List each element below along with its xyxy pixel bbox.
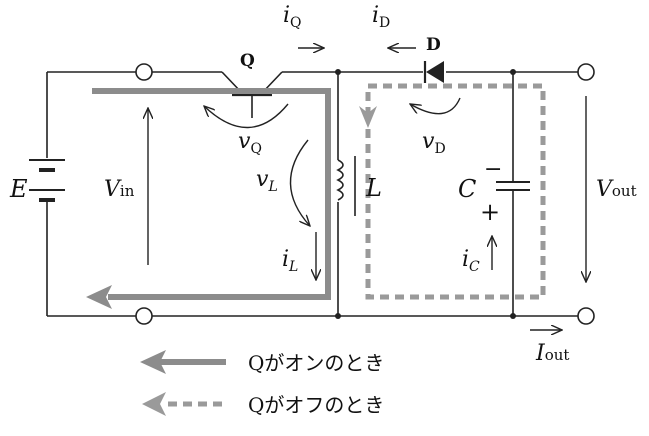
junction-bottom-inductor [335,313,341,319]
capacitor-symbol [496,181,530,191]
i-c-label: iC [462,247,480,275]
diode-symbol [423,61,444,83]
wires [46,71,578,317]
annotation-arrows [148,48,586,330]
v-out-label: Vout [596,177,637,202]
output-terminal-bottom [577,307,595,325]
v-l-arrow [289,139,310,226]
output-terminal-top [577,63,595,81]
v-q-label: vQ [238,129,262,157]
source-label: E [9,175,28,203]
v-d-label: vD [422,129,446,157]
legend: Qがオンのとき Qがオフのとき [140,350,384,417]
inductor-symbol [336,156,356,216]
v-l-label: vL [256,167,278,195]
terminals [135,63,595,325]
capacitor-minus-label: − [484,157,502,182]
battery-symbol [29,159,65,218]
capacitor-label: C [458,175,476,203]
junction-top-inductor [335,69,341,75]
legend-off-label: Qがオフのとき [248,393,384,417]
i-q-label: iQ [283,3,302,31]
capacitor-plus-label: + [480,198,500,226]
v-in-label: Vin [104,177,135,202]
i-d-label: iD [372,3,390,31]
i-out-label: Iout [535,341,569,366]
junction-bottom-capacitor [510,313,516,319]
i-l-label: iL [282,247,298,275]
legend-on-label: Qがオンのとき [248,351,384,375]
junctions [335,69,516,319]
input-terminal-bottom [135,307,153,325]
v-d-arrow [410,97,461,115]
inductor-label: L [365,174,382,202]
input-terminal-top [135,63,153,81]
legend-on-swatch [140,350,226,374]
junction-top-capacitor [510,69,516,75]
current-path-on [86,88,331,309]
diode-label: D [426,35,441,55]
legend-off-swatch [142,392,228,416]
transistor-label: Q [240,51,255,71]
transistor-symbol [221,71,283,118]
current-path-off [359,83,546,300]
v-q-arrow [204,103,289,129]
